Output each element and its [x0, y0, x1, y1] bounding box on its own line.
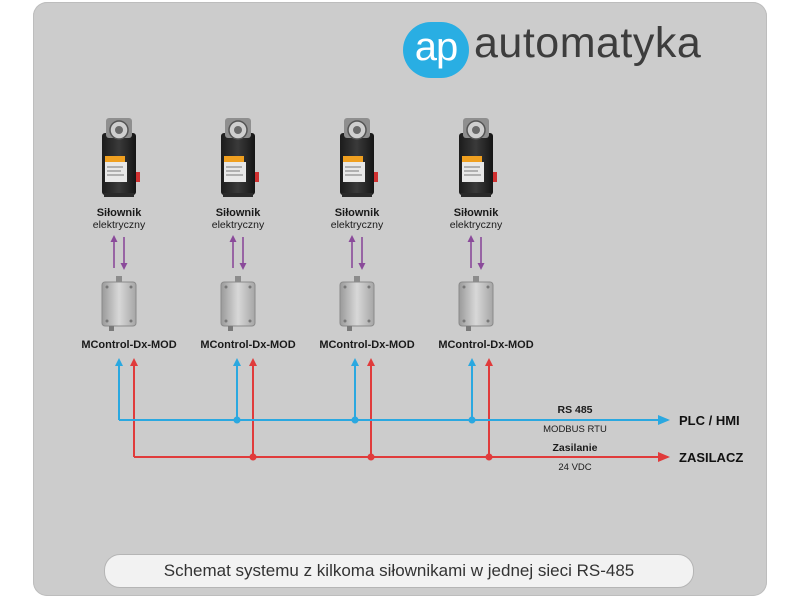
logo-badge-text: ap	[414, 25, 458, 69]
actuator-4-icon	[459, 118, 497, 197]
module-1-name: MControl-Dx-MOD	[81, 339, 177, 351]
actuator-1-icon	[102, 118, 140, 197]
power-junction-2	[249, 453, 257, 461]
plc-hmi-label: PLC / HMI	[679, 413, 740, 428]
module-3-name: MControl-Dx-MOD	[319, 339, 415, 351]
actuator-2-title: Siłownik	[215, 207, 261, 219]
actuator-3-icon	[340, 118, 378, 197]
logo-wordmark: automatyka	[474, 19, 702, 67]
caption-text: Schemat systemu z kilkoma siłownikami w …	[163, 561, 635, 580]
diagram-panel	[33, 2, 767, 596]
power-junction-3	[367, 453, 375, 461]
actuator-4-title: Siłownik	[453, 207, 499, 219]
module-2-icon	[220, 276, 256, 331]
logo-badge: ap	[403, 22, 469, 78]
rs485-junction-2	[233, 416, 241, 424]
module-1-icon	[101, 276, 137, 331]
power-voltage-label: 24 VDC	[558, 462, 592, 473]
rs485-label: RS 485	[557, 404, 593, 416]
actuator-1-title: Siłownik	[96, 207, 142, 219]
power-junction-4	[485, 453, 493, 461]
actuator-2-subtitle: elektryczny	[211, 219, 265, 231]
actuator-2-icon	[221, 118, 259, 197]
module-4-name: MControl-Dx-MOD	[438, 339, 534, 351]
rs485-junction-3	[351, 416, 359, 424]
actuator-3-subtitle: elektryczny	[330, 219, 384, 231]
module-4-icon	[458, 276, 494, 331]
rs485-protocol-label: MODBUS RTU	[543, 424, 607, 435]
power-supply-label: ZASILACZ	[679, 450, 744, 465]
actuator-1-subtitle: elektryczny	[92, 219, 146, 231]
module-2-name: MControl-Dx-MOD	[200, 339, 296, 351]
diagram-caption: Schemat systemu z kilkoma siłownikami w …	[104, 554, 694, 588]
rs485-junction-4	[468, 416, 476, 424]
actuator-4-subtitle: elektryczny	[449, 219, 503, 231]
actuator-3-title: Siłownik	[334, 207, 380, 219]
module-3-icon	[339, 276, 375, 331]
power-label: Zasilanie	[552, 442, 598, 454]
